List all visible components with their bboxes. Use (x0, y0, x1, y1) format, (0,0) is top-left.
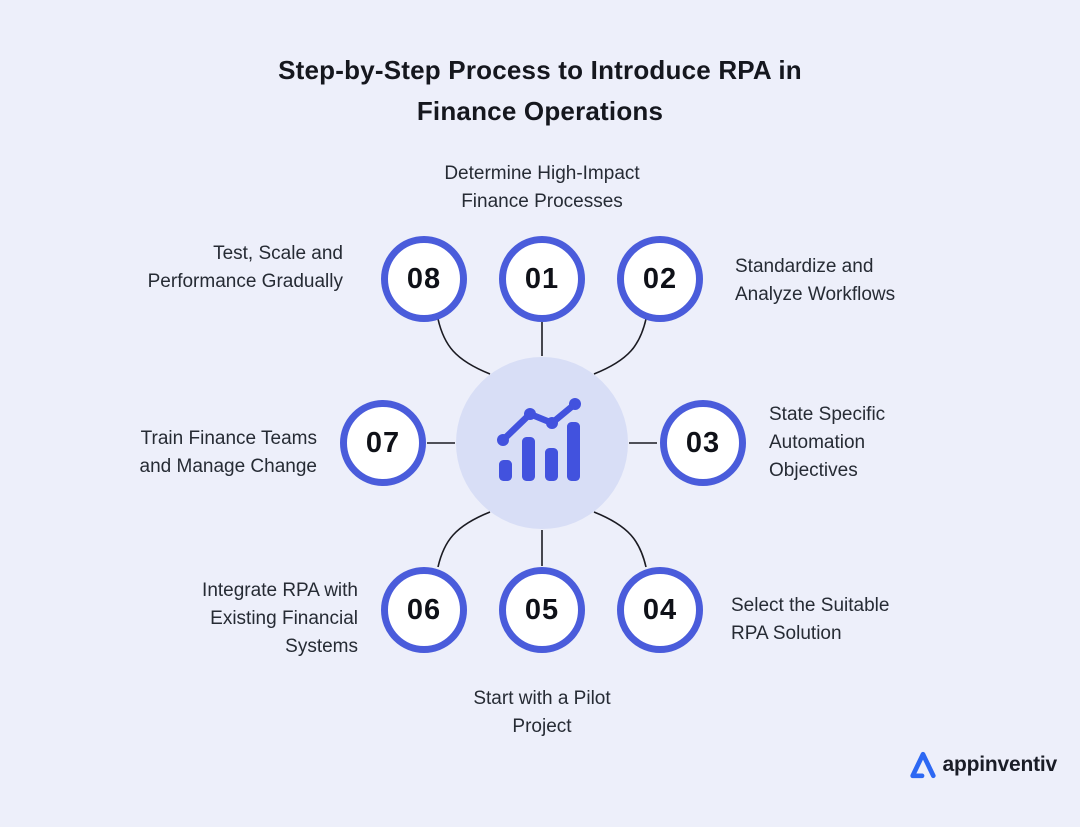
step-label-07: Train Finance Teams and Manage Change (139, 428, 317, 477)
step-circle-02: 02 (617, 236, 703, 322)
step-label-05: Start with a Pilot Project (473, 688, 611, 737)
step-number-01: 01 (524, 262, 560, 295)
step-circle-06: 06 (381, 567, 467, 653)
connector-04 (593, 511, 647, 568)
step-label-02: Standardize and Analyze Workflows (735, 256, 896, 305)
appinventiv-mark-icon (909, 751, 936, 779)
step-circle-01: 01 (499, 236, 585, 322)
title-line-1: Step-by-Step Process to Introduce RPA in (278, 55, 802, 85)
step-circle-05: 05 (499, 567, 585, 653)
step-number-08: 08 (406, 262, 442, 295)
step-label-08: Test, Scale and Performance Gradually (147, 243, 343, 292)
step-circle-03: 03 (660, 400, 746, 486)
center-hub (456, 357, 628, 529)
step-circle-08: 08 (381, 236, 467, 322)
brand-name: appinventiv (942, 753, 1058, 776)
step-label-04: Select the Suitable RPA Solution (731, 595, 890, 644)
brand-logo: appinventiv (908, 749, 1058, 781)
connector-08 (437, 318, 491, 375)
bar-chart-trend-icon (497, 398, 581, 481)
title-line-2: Finance Operations (416, 96, 664, 126)
step-number-04: 04 (642, 593, 678, 626)
step-number-07: 07 (365, 426, 401, 459)
step-number-02: 02 (642, 262, 678, 295)
step-number-06: 06 (406, 593, 442, 626)
connector-02 (593, 318, 647, 375)
step-circle-07: 07 (340, 400, 426, 486)
step-number-03: 03 (685, 426, 721, 459)
page-title: Step-by-Step Process to Introduce RPA in… (0, 50, 1080, 132)
connector-06 (437, 511, 491, 568)
step-number-05: 05 (524, 593, 560, 626)
step-label-03: State Specific Automation Objectives (769, 404, 886, 481)
step-label-06: Integrate RPA with Existing Financial Sy… (202, 580, 358, 657)
step-label-01: Determine High-Impact Finance Processes (444, 163, 640, 212)
step-circle-04: 04 (617, 567, 703, 653)
